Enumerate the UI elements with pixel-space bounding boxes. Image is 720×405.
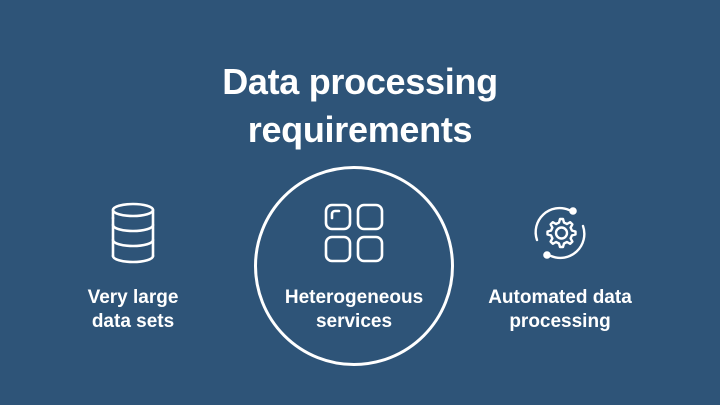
requirement-label: Heterogeneous services	[284, 287, 424, 332]
requirement-large-data-sets: Very large data sets	[33, 202, 233, 334]
requirement-label: Very large data sets	[87, 287, 179, 332]
highlight-circle	[254, 166, 454, 366]
database-icon	[111, 202, 155, 264]
requirement-label: Automated data processing	[488, 287, 632, 332]
requirement-automated-processing: Automated data processing	[460, 202, 660, 334]
grid-services-icon	[324, 203, 384, 263]
gear-cycle-icon	[534, 206, 586, 260]
page-title: Data processing requirements	[0, 58, 720, 154]
requirement-heterogeneous-services: Heterogeneous services	[254, 202, 454, 334]
title-line-1: Data processing	[222, 61, 498, 102]
title-line-2: requirements	[247, 109, 473, 150]
